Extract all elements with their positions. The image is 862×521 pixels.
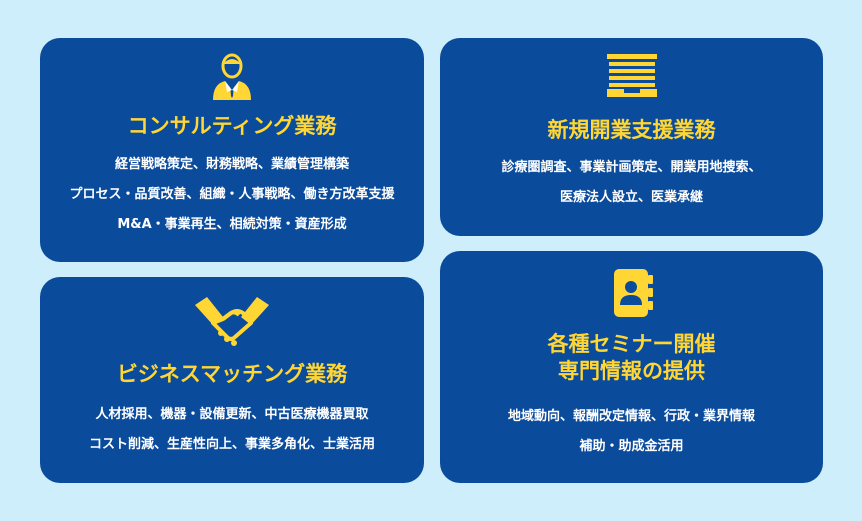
contact-book-icon [610,267,654,323]
card-description: 経営戦略策定、財務戦略、業績管理構築 プロセス・品質改善、組織・人事戦略、働き方… [40,150,424,240]
card-description: 地域動向、報酬改定情報、行政・業界情報 補助・助成金活用 [440,402,823,462]
businessman-icon [210,52,254,106]
title-line: 各種セミナー開催 [547,332,716,356]
description-line: 医療法人設立、医業承継 [559,190,703,205]
description-line: 補助・助成金活用 [579,439,684,454]
description-line: 経営戦略策定、財務戦略、業績管理構築 [114,157,349,172]
handshake-icon [193,293,271,353]
clinic-building-icon [605,52,659,102]
card-title: コンサルティング業務 [127,114,337,138]
description-line: プロセス・品質改善、組織・人事戦略、働き方改革支援 [69,187,395,202]
description-line: 人材採用、機器・設備更新、中古医療機器買取 [95,407,369,422]
title-line: 専門情報の提供 [558,359,705,383]
seminar-card: 各種セミナー開催 専門情報の提供 地域動向、報酬改定情報、行政・業界情報 補助・… [440,251,823,483]
description-line: 地域動向、報酬改定情報、行政・業界情報 [507,409,755,424]
description-line: 診療圏調査、事業計画策定、開業用地捜索、 [501,160,762,175]
card-title: 各種セミナー開催 専門情報の提供 [440,331,823,385]
business-matching-card: ビジネスマッチング業務 人材採用、機器・設備更新、中古医療機器買取 コスト削減、… [40,277,424,483]
description-line: コスト削減、生産性向上、事業多角化、士業活用 [88,437,375,452]
opening-support-card: 新規開業支援業務 診療圏調査、事業計画策定、開業用地捜索、 医療法人設立、医業承… [440,38,823,236]
description-line: M&A・事業再生、相続対策・資産形成 [117,217,347,232]
card-title: ビジネスマッチング業務 [116,362,348,386]
card-description: 診療圏調査、事業計画策定、開業用地捜索、 医療法人設立、医業承継 [440,153,823,213]
consulting-card: コンサルティング業務 経営戦略策定、財務戦略、業績管理構築 プロセス・品質改善、… [40,38,424,262]
card-description: 人材採用、機器・設備更新、中古医療機器買取 コスト削減、生産性向上、事業多角化、… [40,400,424,460]
card-title: 新規開業支援業務 [547,118,716,142]
